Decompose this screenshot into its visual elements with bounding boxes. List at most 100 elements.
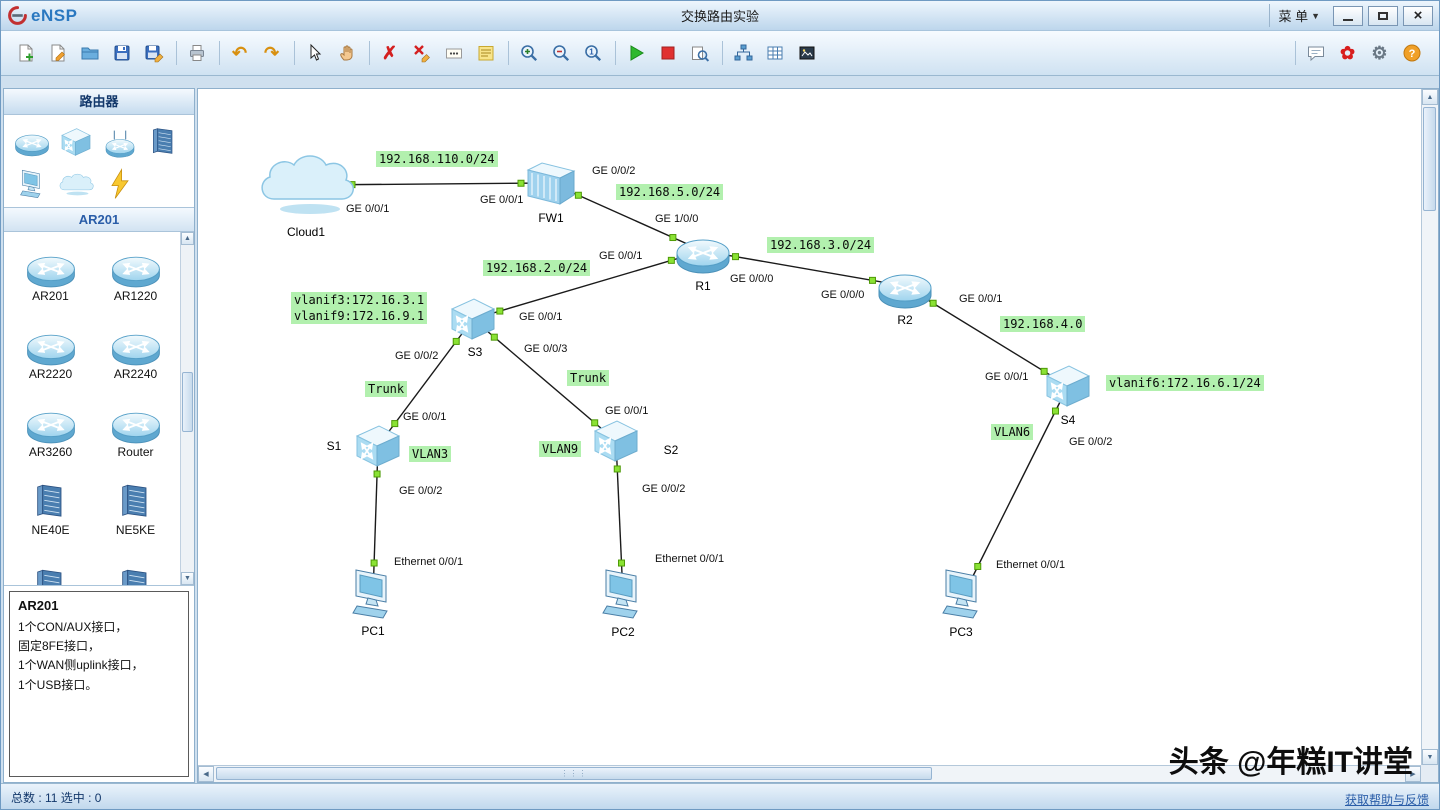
save-as-button[interactable] (139, 39, 168, 68)
minimize-button[interactable] (1333, 5, 1363, 26)
stop-button[interactable] (653, 39, 682, 68)
ensp-logo-icon (8, 6, 27, 25)
new-test-paper-icon (51, 44, 65, 62)
new-topology-button[interactable] (11, 39, 40, 68)
category-other[interactable] (54, 163, 98, 205)
zoom-in-icon (520, 45, 537, 62)
select-tool-button[interactable] (300, 39, 329, 68)
undo-button[interactable]: ↶ (225, 39, 254, 68)
category-connection[interactable] (98, 163, 142, 205)
note-button[interactable] (471, 39, 500, 68)
device-model-ne5ke[interactable]: NE5KE (93, 470, 178, 548)
device-model-router[interactable]: Router (93, 392, 178, 470)
link-r1-s3[interactable] (472, 250, 704, 320)
scroll-up-icon[interactable]: ▲ (181, 232, 194, 245)
open-button[interactable] (75, 39, 104, 68)
new-test-paper-button[interactable] (43, 39, 72, 68)
save-as-icon (145, 45, 163, 63)
export-image-button[interactable] (792, 39, 821, 68)
app-name: eNSP (31, 5, 78, 25)
device-s3[interactable] (452, 299, 494, 339)
port-up-indicator (1040, 367, 1048, 375)
scroll-up-icon[interactable]: ▲ (1422, 89, 1438, 105)
help-feedback-link[interactable]: 获取帮助与反馈 (1344, 793, 1429, 807)
device-s4[interactable] (1047, 366, 1089, 406)
device-model-ar1220[interactable]: AR1220 (93, 236, 178, 314)
category-router[interactable] (10, 121, 54, 163)
vertical-scroll-thumb[interactable] (1423, 107, 1436, 211)
zoom-out-button[interactable] (546, 39, 575, 68)
device-model-ne40e[interactable]: NE40E (8, 470, 93, 548)
delete-button[interactable]: ✗ (375, 39, 404, 68)
grid-icon (767, 46, 782, 60)
save-button[interactable] (107, 39, 136, 68)
device-cloud1[interactable] (261, 155, 354, 215)
actual-size-icon: 1 (584, 45, 601, 62)
huawei-logo-icon: ✿ (1339, 43, 1356, 63)
device-model-ar3260[interactable]: AR3260 (8, 392, 93, 470)
horizontal-scroll-thumb[interactable]: ⋮⋮⋮ (216, 767, 932, 780)
device-model-more[interactable] (8, 548, 93, 585)
device-model-ar201[interactable]: AR201 (8, 236, 93, 314)
link-s4-pc3[interactable] (962, 385, 1069, 597)
model-description-line: 固定8FE接口， (18, 639, 101, 654)
menu-button[interactable]: 菜 单▼ (1269, 4, 1328, 27)
delete-text-button[interactable] (407, 39, 436, 68)
model-description-line: 1个WAN侧uplink接口， (18, 658, 144, 673)
category-firewall[interactable] (142, 121, 186, 163)
hand-icon (339, 45, 352, 61)
help-button[interactable]: ? (1397, 39, 1426, 68)
packet-capture-button[interactable] (685, 39, 714, 68)
settings-button[interactable]: ⚙ (1365, 39, 1394, 68)
chassis-icon (121, 569, 146, 585)
device-r2[interactable] (879, 275, 931, 308)
scroll-right-icon[interactable]: ▶ (1405, 766, 1421, 782)
topology-tree-button[interactable] (728, 39, 757, 68)
print-icon (189, 45, 204, 61)
actual-size-button[interactable]: 1 (578, 39, 607, 68)
chassis-icon (36, 569, 61, 585)
horizontal-scrollbar[interactable]: ◀ ⋮⋮⋮ ▶ (198, 765, 1421, 782)
cursor-icon (310, 43, 321, 61)
category-title: 路由器 (4, 89, 194, 115)
device-model-ar2240[interactable]: AR2240 (93, 314, 178, 392)
interface-label-button[interactable] (439, 39, 468, 68)
print-button[interactable] (182, 39, 211, 68)
vertical-scrollbar[interactable]: ▲ ▼ (1421, 89, 1438, 765)
pan-tool-button[interactable] (332, 39, 361, 68)
port-up-indicator (574, 191, 582, 199)
zoom-in-button[interactable] (514, 39, 543, 68)
cloud-category-icon (59, 173, 94, 196)
redo-button[interactable]: ↷ (257, 39, 286, 68)
model-scroll-thumb[interactable] (182, 372, 193, 432)
huawei-button[interactable]: ✿ (1333, 39, 1362, 68)
start-button[interactable] (621, 39, 650, 68)
model-scrollbar[interactable]: ▲ ▼ (180, 232, 194, 585)
title-bar: eNSP 交换路由实验 菜 单▼ × (1, 1, 1439, 31)
device-model-ar2220[interactable]: AR2220 (8, 314, 93, 392)
device-r1[interactable] (677, 240, 729, 273)
category-switch[interactable] (54, 121, 98, 163)
scroll-left-icon[interactable]: ◀ (198, 766, 214, 782)
device-s2[interactable] (595, 421, 637, 461)
device-s1[interactable] (357, 426, 399, 466)
device-pc2[interactable] (602, 569, 638, 619)
device-pc3[interactable] (942, 569, 978, 619)
scroll-down-icon[interactable]: ▼ (181, 572, 194, 585)
port-up-indicator (591, 419, 599, 427)
message-button[interactable] (1301, 39, 1330, 68)
scroll-down-icon[interactable]: ▼ (1422, 749, 1438, 765)
port-up-indicator (391, 420, 399, 428)
device-pc1[interactable] (352, 569, 388, 619)
grid-button[interactable] (760, 39, 789, 68)
port-up-indicator (868, 276, 876, 284)
device-model-label: AR3260 (28, 444, 73, 459)
maximize-button[interactable] (1368, 5, 1398, 26)
device-fw1[interactable] (527, 162, 575, 205)
device-model-more[interactable] (93, 548, 178, 585)
category-wlan[interactable] (98, 121, 142, 163)
category-terminal[interactable] (10, 163, 54, 205)
close-button[interactable]: × (1403, 5, 1433, 26)
